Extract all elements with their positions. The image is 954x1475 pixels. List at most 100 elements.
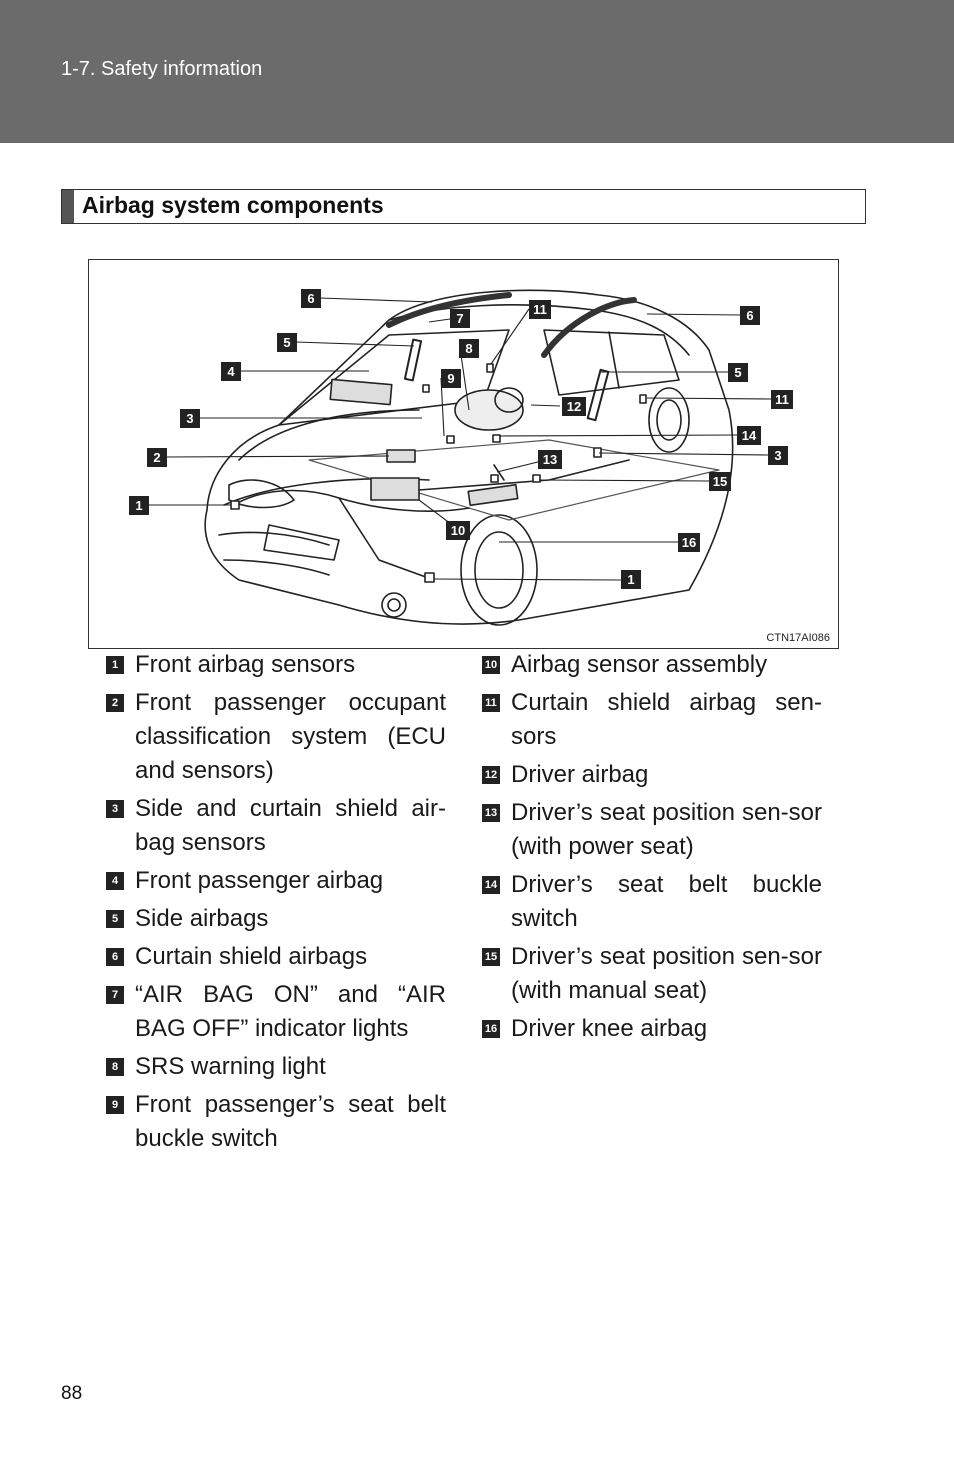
legend-text: Curtain shield airbag sen-sors	[511, 689, 822, 750]
svg-text:10: 10	[451, 523, 465, 538]
svg-text:5: 5	[283, 335, 290, 350]
legend-item: 8 SRS warning light	[106, 1050, 446, 1084]
svg-text:14: 14	[742, 428, 757, 443]
number-badge: 10	[482, 656, 500, 674]
legend-item: 13 Driver’s seat position sen-sor (with p…	[482, 796, 822, 864]
legend-text: Driver’s seat belt buckle switch	[511, 871, 822, 932]
callout-1a: 1	[129, 496, 149, 515]
callout-11a: 11	[529, 300, 551, 319]
callout-2: 2	[147, 448, 167, 467]
legend-text: SRS warning light	[135, 1053, 326, 1080]
legend-text: Driver’s seat position sen-sor (with pow…	[511, 799, 822, 860]
callout-16: 16	[678, 533, 700, 552]
legend-item: 9 Front passenger’s seat belt buckle swit…	[106, 1088, 446, 1156]
page-number: 88	[61, 1383, 83, 1404]
legend-item: 3 Side and curtain shield air-bag sensors	[106, 792, 446, 860]
legend-left-column: 1 Front airbag sensors 2 Front passenger o…	[106, 648, 446, 1160]
legend-item: 1 Front airbag sensors	[106, 648, 446, 682]
legend-text: Side and curtain shield air-bag sensors	[135, 795, 446, 856]
legend-item: 7 “AIR BAG ON” and “AIR BAG OFF” indicato…	[106, 978, 446, 1046]
number-badge: 15	[482, 948, 500, 966]
callout-11b: 11	[771, 390, 793, 409]
callout-1b: 1	[621, 570, 641, 589]
svg-text:11: 11	[533, 302, 547, 317]
callout-4: 4	[221, 362, 241, 381]
callout-14: 14	[737, 426, 761, 445]
callout-13: 13	[538, 450, 562, 469]
heading-text: Airbag system components	[82, 192, 384, 218]
svg-text:16: 16	[682, 535, 696, 550]
number-badge: 3	[106, 800, 124, 818]
svg-text:6: 6	[307, 291, 314, 306]
svg-text:4: 4	[227, 364, 235, 379]
svg-text:15: 15	[713, 474, 727, 489]
legend-text: Driver’s seat position sen-sor (with man…	[511, 943, 822, 1004]
legend-text: Front airbag sensors	[135, 651, 356, 678]
legend-text: Curtain shield airbags	[135, 943, 368, 970]
header-band: 1-7. Safety information	[0, 0, 954, 143]
callout-6b: 6	[740, 306, 760, 325]
svg-text:1: 1	[627, 572, 634, 587]
callout-9: 9	[441, 369, 461, 388]
legend-text: Side airbags	[135, 905, 269, 932]
legend-item: 6 Curtain shield airbags	[106, 940, 446, 974]
legend-text: “AIR BAG ON” and “AIR BAG OFF” indicator…	[135, 981, 446, 1042]
number-badge: 13	[482, 804, 500, 822]
legend-right-column: 10 Airbag sensor assembly 11 Curtain shiel…	[482, 648, 822, 1050]
legend-item: 16 Driver knee airbag	[482, 1012, 822, 1046]
section-heading: Airbag system components	[61, 189, 866, 224]
svg-text:3: 3	[186, 411, 193, 426]
callout-7: 7	[450, 309, 470, 328]
car-illustration: 1 2 3 4 5 6 7 8 9 11 12 13 10 6 5 11 14 …	[129, 289, 793, 626]
legend-item: 12 Driver airbag	[482, 758, 822, 792]
number-badge: 2	[106, 694, 124, 712]
svg-text:8: 8	[465, 341, 472, 356]
number-badge: 14	[482, 876, 500, 894]
number-badge: 8	[106, 1058, 124, 1076]
legend-text: Driver airbag	[511, 761, 649, 788]
callout-3b: 3	[768, 446, 788, 465]
callout-10: 10	[446, 521, 470, 540]
number-badge: 7	[106, 986, 124, 1004]
number-badge: 11	[482, 694, 500, 712]
callout-5b: 5	[728, 363, 748, 382]
svg-text:1: 1	[135, 498, 142, 513]
svg-text:7: 7	[456, 311, 463, 326]
svg-text:5: 5	[734, 365, 741, 380]
number-badge: 6	[106, 948, 124, 966]
callout-8: 8	[459, 339, 479, 358]
svg-text:2: 2	[153, 450, 160, 465]
legend-text: Airbag sensor assembly	[511, 651, 768, 678]
svg-text:11: 11	[775, 392, 789, 407]
callout-5a: 5	[277, 333, 297, 352]
svg-text:12: 12	[567, 399, 581, 414]
svg-text:6: 6	[746, 308, 753, 323]
legend-text: Front passenger occupant classification …	[135, 689, 446, 784]
svg-text:13: 13	[543, 452, 557, 467]
number-badge: 16	[482, 1020, 500, 1038]
legend-item: 10 Airbag sensor assembly	[482, 648, 822, 682]
svg-text:3: 3	[774, 448, 781, 463]
heading-accent-bar	[62, 190, 74, 223]
figure-code: CTN17AI086	[766, 632, 830, 644]
callout-15: 15	[709, 472, 731, 491]
legend-text: Front passenger airbag	[135, 867, 384, 894]
number-badge: 1	[106, 656, 124, 674]
legend-text: Driver knee airbag	[511, 1015, 708, 1042]
number-badge: 12	[482, 766, 500, 784]
legend-item: 15 Driver’s seat position sen-sor (with m…	[482, 940, 822, 1008]
legend-item: 14 Driver’s seat belt buckle switch	[482, 868, 822, 936]
legend-item: 2 Front passenger occupant classification…	[106, 686, 446, 788]
section-label: 1-7. Safety information	[61, 58, 263, 80]
callout-3a: 3	[180, 409, 200, 428]
legend-item: 11 Curtain shield airbag sen-sors	[482, 686, 822, 754]
number-badge: 4	[106, 872, 124, 890]
number-badge: 9	[106, 1096, 124, 1114]
legend-item: 5 Side airbags	[106, 902, 446, 936]
callout-6a: 6	[301, 289, 321, 308]
number-badge: 5	[106, 910, 124, 928]
legend-item: 4 Front passenger airbag	[106, 864, 446, 898]
svg-text:9: 9	[447, 371, 454, 386]
legend-text: Front passenger’s seat belt buckle switc…	[135, 1091, 446, 1152]
airbag-diagram: 1 2 3 4 5 6 7 8 9 11 12 13 10 6 5 11 14 …	[88, 259, 839, 649]
